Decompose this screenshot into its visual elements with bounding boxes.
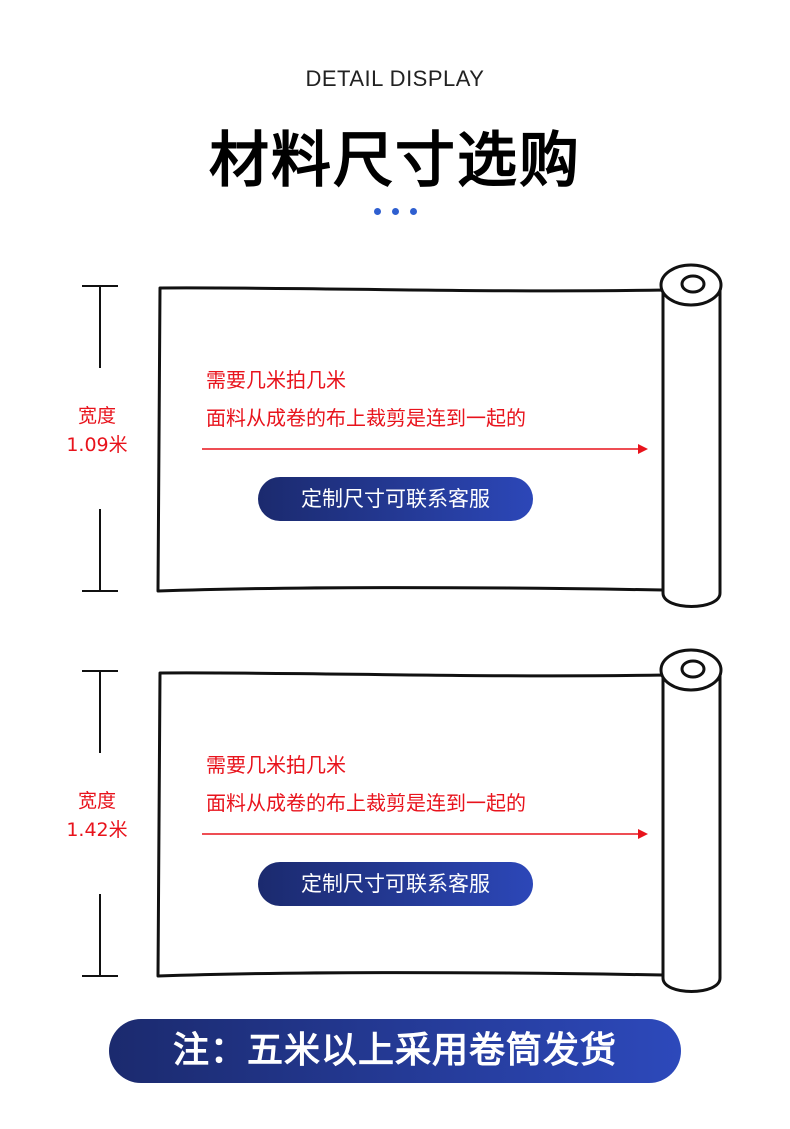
info-line-1: 需要几米拍几米 — [206, 368, 346, 392]
width-label: 宽度 1.09米 — [52, 402, 142, 460]
shipping-note-banner: 注：五米以上采用卷筒发货 — [109, 1019, 681, 1083]
page-title: 材料尺寸选购 — [209, 126, 581, 196]
dimension-marker-icon — [82, 285, 118, 592]
contact-service-button[interactable]: 定制尺寸可联系客服 — [258, 862, 533, 906]
dot-icon — [391, 208, 399, 215]
dimension-marker-icon — [82, 670, 118, 977]
contact-service-button[interactable]: 定制尺寸可联系客服 — [258, 477, 533, 521]
info-line-1: 需要几米拍几米 — [206, 753, 346, 777]
width-label-text: 宽度 — [77, 405, 116, 427]
width-label-text: 宽度 — [77, 790, 116, 812]
fabric-size-card-2: 宽度 1.42米 需要几米拍几米 面料从成卷的布上裁剪是连到一起的 定制尺寸可联… — [0, 648, 790, 1008]
dot-icon — [409, 208, 417, 215]
width-label: 宽度 1.42米 — [52, 787, 142, 845]
info-line-2: 面料从成卷的布上裁剪是连到一起的 — [206, 791, 526, 815]
decorative-dots — [0, 208, 790, 215]
width-value: 1.42米 — [66, 819, 128, 841]
info-line-2: 面料从成卷的布上裁剪是连到一起的 — [206, 406, 526, 430]
width-value: 1.09米 — [66, 434, 128, 456]
length-arrow-icon — [202, 829, 648, 839]
length-arrow-icon — [202, 444, 648, 454]
fabric-size-card-1: 宽度 1.09米 需要几米拍几米 面料从成卷的布上裁剪是连到一起的 定制尺寸可联… — [0, 263, 790, 623]
dot-icon — [373, 208, 381, 215]
section-subtitle: DETAIL DISPLAY — [305, 66, 485, 91]
